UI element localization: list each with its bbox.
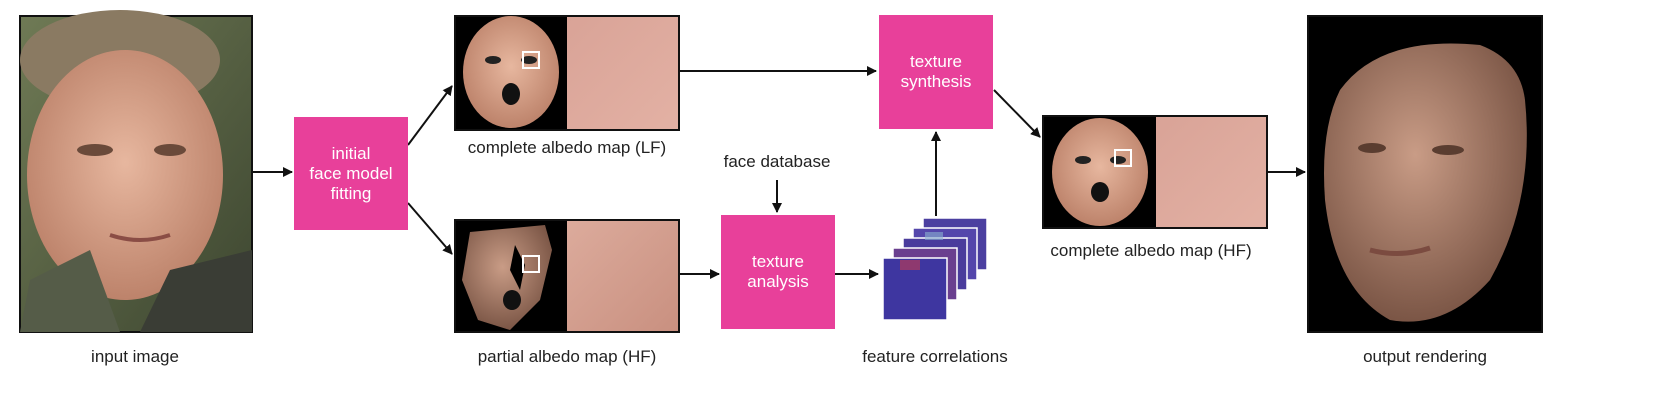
feature-correlations-stack [882, 217, 988, 321]
partial-albedo-image [454, 219, 680, 333]
texture-analysis-box: texture analysis [721, 215, 835, 329]
arrow-fitting-to-partial [407, 202, 453, 255]
albedo-lf-caption: complete albedo map (LF) [467, 138, 667, 157]
arrows [252, 66, 1306, 279]
output-rendering-image [1307, 15, 1543, 333]
albedo-lf-image [454, 15, 680, 131]
input-image-caption: input image [91, 347, 179, 366]
face-database-caption: face database [723, 152, 831, 171]
arrow-fitting-to-lf [407, 85, 453, 146]
initial-fitting-box: initial face model fitting [294, 117, 408, 230]
albedo-hf-caption: complete albedo map (HF) [1050, 241, 1252, 260]
output-rendering-caption: output rendering [1363, 347, 1487, 366]
input-image [19, 10, 253, 333]
feature-correlations-caption: feature correlations [862, 347, 1008, 366]
albedo-hf-image [1042, 115, 1268, 229]
arrow-synthesis-to-hf [993, 89, 1041, 138]
texture-synthesis-box: texture synthesis [879, 15, 993, 129]
partial-albedo-caption: partial albedo map (HF) [477, 347, 657, 366]
